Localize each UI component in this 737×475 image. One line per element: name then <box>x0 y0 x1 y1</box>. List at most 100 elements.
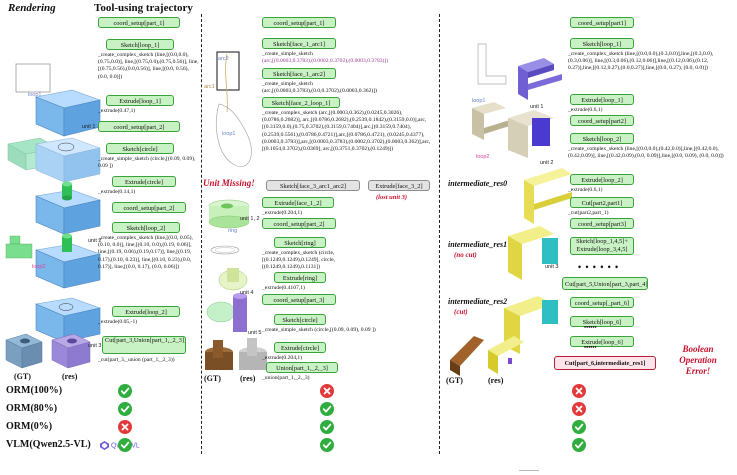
page-footer-mark <box>519 470 539 475</box>
col2-step-0: coord_setup[part_1] <box>262 17 336 28</box>
col3-loop2-label: loop2 <box>476 154 489 160</box>
col1-step-4: Sketch[circle] <box>106 143 174 154</box>
check-icon <box>118 438 132 452</box>
res-model-3 <box>488 336 524 374</box>
col1-unit3-label: unit 3 <box>88 343 101 349</box>
gt-model-1 <box>6 334 42 368</box>
col3-step-16: Cut[part_6,intermediate_res1] <box>554 356 656 370</box>
col3-gt-label: (GT) <box>446 376 463 385</box>
col1-step-0: coord_setup[part_1] <box>98 17 180 28</box>
col1-loop2-label: loop2 <box>32 264 45 270</box>
col3-unit1-label: unit 1 <box>530 104 543 110</box>
col3-res-label: (res) <box>488 376 503 385</box>
check-icon <box>572 420 586 434</box>
col2-code-10: _create_simple_sketch (circle,[(0.09, 0.… <box>262 327 382 334</box>
cross-icon <box>118 420 132 434</box>
col2-code-12: _union(part_1,_2,_3) <box>262 375 382 382</box>
gt-model-2 <box>205 340 233 370</box>
part2-box <box>36 138 100 182</box>
col2-loop1-label: loop1 <box>222 131 235 137</box>
check-icon <box>320 402 334 416</box>
col3-unit2 <box>508 110 554 158</box>
col3-unit2-label: unit 2 <box>540 160 553 166</box>
col2-res-label: (res) <box>240 374 255 383</box>
col2-step-5: Extrude[face_1_2] <box>262 197 334 208</box>
col3-code-1: _create_complex_sketch (line,[(0.0,0.0),… <box>568 51 734 73</box>
col1-code-9: _cut(part_3,_union (part_1,_2_3)) <box>98 357 198 364</box>
check-icon <box>572 438 586 452</box>
col3-step-2: Extrude[loop_1] <box>570 94 634 105</box>
col2-code-5: _extrude(0.204,1) <box>262 210 382 217</box>
lost-unit-note: (lost unit 3) <box>376 194 407 201</box>
check-icon <box>320 438 334 452</box>
col1-step-5: Extrude[circle] <box>112 176 176 187</box>
col3-step-3: coord_setup[part2] <box>570 115 634 126</box>
col2-code-8: _extrude(0.4107,1) <box>262 285 382 292</box>
unit5-model <box>207 293 247 332</box>
col2-step-9: coord_setup[part_3] <box>262 294 336 305</box>
col2-step-11: Extrude[circle] <box>274 342 326 353</box>
col1-gt-label: (GT) <box>14 372 31 381</box>
col2-renders <box>203 14 273 454</box>
col2-gray-step-1: Sketch[face_3_arc1_arc2] <box>266 180 360 191</box>
col2-step-10: Sketch[circle] <box>274 314 326 325</box>
col2-step-3: Sketch[face_2_loop_1] <box>262 97 340 108</box>
col2-step-2: Sketch[face_1_arc2] <box>262 68 336 79</box>
col3-unit3-label: unit 3 <box>545 264 558 270</box>
col1-renders <box>0 14 110 394</box>
col3-step-12: Sketch[loop_6] <box>570 316 634 327</box>
col3-code-5: _extrude(0.6,1) <box>568 187 668 194</box>
unit2-box <box>36 182 100 235</box>
separator-1 <box>201 14 202 454</box>
col3-step-11: coord_setup[_part_6] <box>570 297 634 308</box>
col3-step-5: Extrude[loop_2] <box>570 174 634 185</box>
cross-icon <box>572 402 586 416</box>
col2-step-7: Sketch[ring] <box>274 237 326 248</box>
col3-dots-3: •••••• <box>584 345 597 351</box>
inter2-sub: (cut) <box>454 308 468 316</box>
col3-loop1-label: loop1 <box>472 98 485 104</box>
inter2-label: intermediate_res2 <box>448 297 507 306</box>
col2-ring-label: ring <box>228 228 237 234</box>
gt-model-3 <box>450 336 484 376</box>
col2-arc2-label: arc2 <box>218 56 229 62</box>
col3-step-14: Extrude[loop_6] <box>570 336 634 347</box>
row-label-1: ORM(80%) <box>6 403 57 414</box>
col2-gray-step-2: Extrude[face_3_2] <box>368 180 430 191</box>
check-icon <box>118 384 132 398</box>
col2-code-1: (arc,[(0.0003,0.3783),(0.0002,0.3702),(0… <box>262 58 434 65</box>
col1-code-2: _extrude(0.47,1) <box>98 108 198 115</box>
separator-2 <box>439 14 440 454</box>
col3-dots-1: • • • • • • <box>578 262 619 272</box>
col3-step-0: coord_setup[part1] <box>570 17 634 28</box>
col3-step-1: Sketch[loop_1] <box>570 38 634 49</box>
inter1-model <box>508 226 558 280</box>
qwen-icon <box>100 441 109 450</box>
unit12-model <box>209 200 249 228</box>
unit-missing-note: Unit Missing! <box>203 178 255 188</box>
cross-icon <box>572 384 586 398</box>
col3-step-6: Cut[part2,part1] <box>570 197 634 208</box>
col1-step-9: Cut[part_3,Union[part_1,_2_3]] <box>102 336 186 354</box>
col3-unit1 <box>518 58 562 100</box>
col2-step-8: Extrude[ring] <box>274 272 326 283</box>
col3-code-2: _extrude(0.6,1) <box>568 107 668 114</box>
col2-step-12: Union[part_1,_2,_3] <box>266 362 338 373</box>
rendering-header: Rendering <box>8 2 56 14</box>
col3-step-10: Cut[part_5,Union[part_3,part_4]] <box>562 277 648 290</box>
row-label-0: ORM(100%) <box>6 385 62 396</box>
inter0-label: intermediate_res0 <box>448 179 507 188</box>
col1-unit1-label: unit 1 <box>82 124 95 130</box>
col1-code-4: _create_simple_sketch (circle,[(0.09, 0.… <box>98 156 200 170</box>
col1-res-label: (res) <box>62 372 77 381</box>
row-label-3: VLM(Qwen2.5-VL) <box>6 439 91 450</box>
loop1-sketch <box>478 44 506 84</box>
col1-loop1-label: loop1 <box>28 92 41 98</box>
res-model-2 <box>239 338 267 370</box>
col2-code-3: _create_complex_sketch (arc,[(0.0003,0.3… <box>262 110 438 153</box>
col3-step-8: Sketch[loop_1,4,5]+ Extrude[loop_3,4,5] <box>570 237 634 255</box>
unit4-model <box>219 268 247 290</box>
col1-step-6: coord_setup[part_2] <box>112 202 186 213</box>
col2-step-1: Sketch[face_1_arc1] <box>262 38 336 49</box>
inter0-model <box>524 168 572 224</box>
